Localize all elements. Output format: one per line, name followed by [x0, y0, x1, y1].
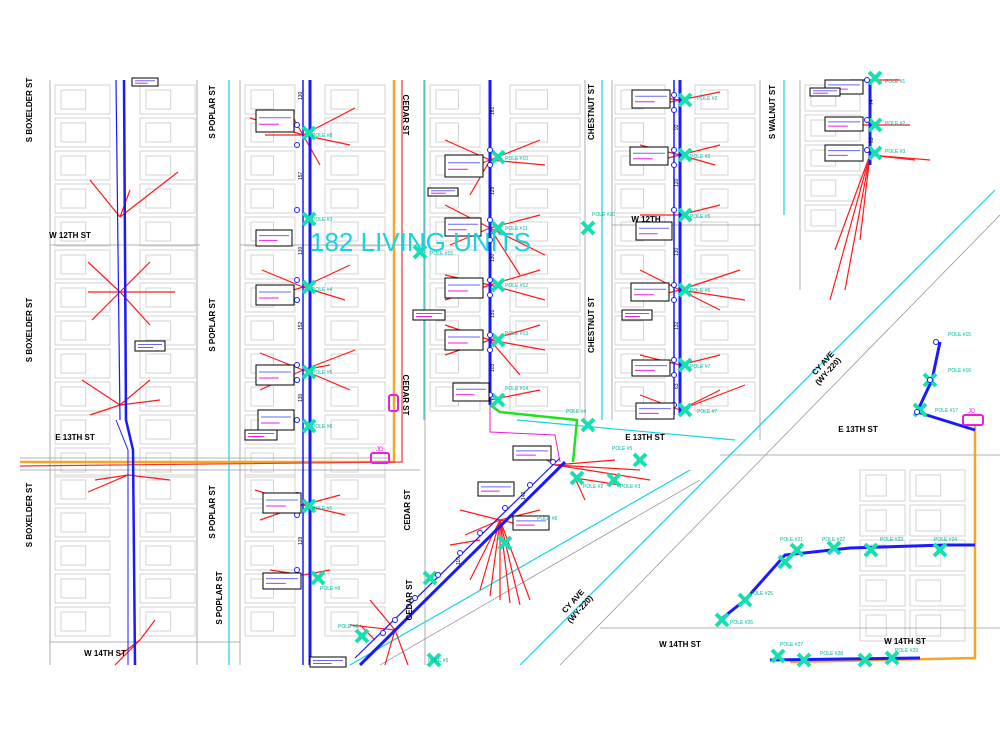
pole-label: POLE #3 [312, 217, 333, 223]
pole-label: POLE #5 [690, 214, 711, 220]
map-title: 182 LIVING UNITS [310, 227, 531, 257]
pole-label: POLE #25 [750, 591, 773, 597]
segment-length: 130 [674, 247, 680, 256]
segment-length: 161 [490, 106, 496, 115]
street-label-w12-1: W 12TH ST [49, 231, 91, 240]
pole-label: POLE #5 [612, 446, 633, 452]
pole-label: POLE #8 [312, 133, 333, 139]
pole-label: POLE #26 [730, 620, 753, 626]
street-label-cedar-4: CEDAR ST [405, 579, 414, 620]
pole-label: POLE #3 [620, 484, 641, 490]
pole-label: POLE #1 [885, 79, 906, 85]
street-label-boxelder-3: S BOXELDER ST [25, 483, 34, 548]
pole-label: POLE #6 [690, 288, 711, 294]
segment-length: 92 [674, 124, 680, 130]
pole-label: POLE #2 [697, 96, 718, 102]
tag-label-2: JD [968, 409, 976, 415]
street-label-boxelder-1: S BOXELDER ST [25, 78, 34, 143]
pole-label: POLE #14 [505, 386, 528, 392]
pole-label: POLE #5 [312, 370, 333, 376]
segment-length: 130 [298, 246, 304, 255]
service-drops [81, 79, 931, 666]
pole-label: POLE #27 [780, 642, 803, 648]
street-label-walnut-1: S WALNUT ST [768, 85, 777, 139]
street-label-poplar-1: S POPLAR ST [208, 85, 217, 138]
service-boundary [19, 80, 977, 664]
segment-length: 63 [674, 383, 680, 389]
pole-label: POLE #3 [885, 149, 906, 155]
segment-length: 129 [298, 536, 304, 545]
segment-length: 74 [869, 99, 875, 105]
info-boxes [131, 77, 864, 668]
segment-length: 63 [869, 137, 875, 143]
pole-label: POLE #22 [822, 537, 845, 543]
street-label-poplar-2: S POPLAR ST [208, 298, 217, 351]
street-label-boxelder-2: S BOXELDER ST [25, 298, 34, 363]
segment-length: 131 [490, 309, 496, 318]
pole-label: POLE #3 [690, 154, 711, 160]
feeder-link [489, 403, 579, 463]
street-label-e13-1: E 13TH ST [55, 433, 95, 442]
pole-label: POLE #9 [320, 586, 341, 592]
segment-length: 132 [674, 321, 680, 330]
pole-label: POLE #15 [948, 332, 971, 338]
pole-label: POLE #10 [505, 156, 528, 162]
street-label-cedar-3: CEDAR ST [403, 489, 412, 530]
segment-length: 130 [298, 393, 304, 402]
street-label-cedar-2: CEDAR ST [401, 375, 410, 416]
pole-label: POLE #29 [895, 648, 918, 654]
segment-length: 120 [674, 178, 680, 187]
pole-label: POLE #28 [820, 651, 843, 657]
pole-label: POLE #2 [885, 121, 906, 127]
street-label-w14-3: W 14TH ST [884, 637, 926, 646]
tag-label-1: JD [376, 447, 384, 453]
street-label-poplar-3: S POPLAR ST [208, 485, 217, 538]
tag-boxes [370, 394, 984, 464]
pole-label: POLE #6 [312, 424, 333, 430]
pole-labels: POLE #8 POLE #3 POLE #4 POLE #5 POLE #6 POLE … [312, 79, 971, 664]
pole-label: POLE #4 [312, 287, 333, 293]
segment-length: 130 [298, 91, 304, 100]
street-label-cedar-1: CEDAR ST [401, 95, 410, 136]
pole-label: POLE #2 [583, 484, 604, 490]
pole-label: POLE #7 [697, 409, 718, 415]
street-label-chestnut-2: CHESTNUT ST [587, 297, 596, 353]
pole-label: POLE #4 [566, 409, 587, 415]
segment-length: 110 [456, 557, 462, 565]
pole-label: POLE #7 [690, 364, 711, 370]
pole-label: POLE #11 [505, 226, 528, 232]
street-label-chestnut-1: CHESTNUT ST [587, 84, 596, 140]
segment-length: 103 [490, 363, 496, 372]
segment-length: 129 [490, 186, 496, 195]
street-label-w12-2: W 12TH [631, 215, 661, 224]
segment-labels: 130 157 130 152 130 129 161 129 130 131 103 92 120 13… [298, 91, 875, 565]
pole-label: POLE #24 [934, 537, 957, 543]
street-label-w14-1: W 14TH ST [84, 649, 126, 658]
segment-length: 142 [521, 491, 527, 500]
pole-label: POLE #5 [428, 658, 449, 664]
pole-label: POLE #21 [780, 537, 803, 543]
segment-length: 157 [298, 171, 304, 180]
pole-label: POLE #13 [505, 331, 528, 337]
pole-label: POLE #17 [935, 408, 958, 414]
pole-label: POLE #16 [948, 368, 971, 374]
pole-label: POLE #6 [537, 516, 558, 522]
pole-label: POLE #15 [430, 251, 453, 257]
segment-length: 152 [298, 321, 304, 330]
segment-length: 130 [490, 253, 496, 262]
pole-label: POLE #12 [505, 283, 528, 289]
street-label-poplar-4: S POPLAR ST [215, 571, 224, 624]
pole-label: POLE #1 [312, 506, 333, 512]
pole-label: POLE #23 [880, 537, 903, 543]
pole-label: POLE #20 [592, 212, 615, 218]
pole-label: POLE #8 [338, 624, 359, 630]
splice-nodes [294, 77, 939, 636]
street-label-e13-2: E 13TH ST [625, 433, 665, 442]
road-edges [20, 80, 1000, 666]
street-label-e13-3: E 13TH ST [838, 425, 878, 434]
street-label-w14-2: W 14TH ST [659, 640, 701, 649]
